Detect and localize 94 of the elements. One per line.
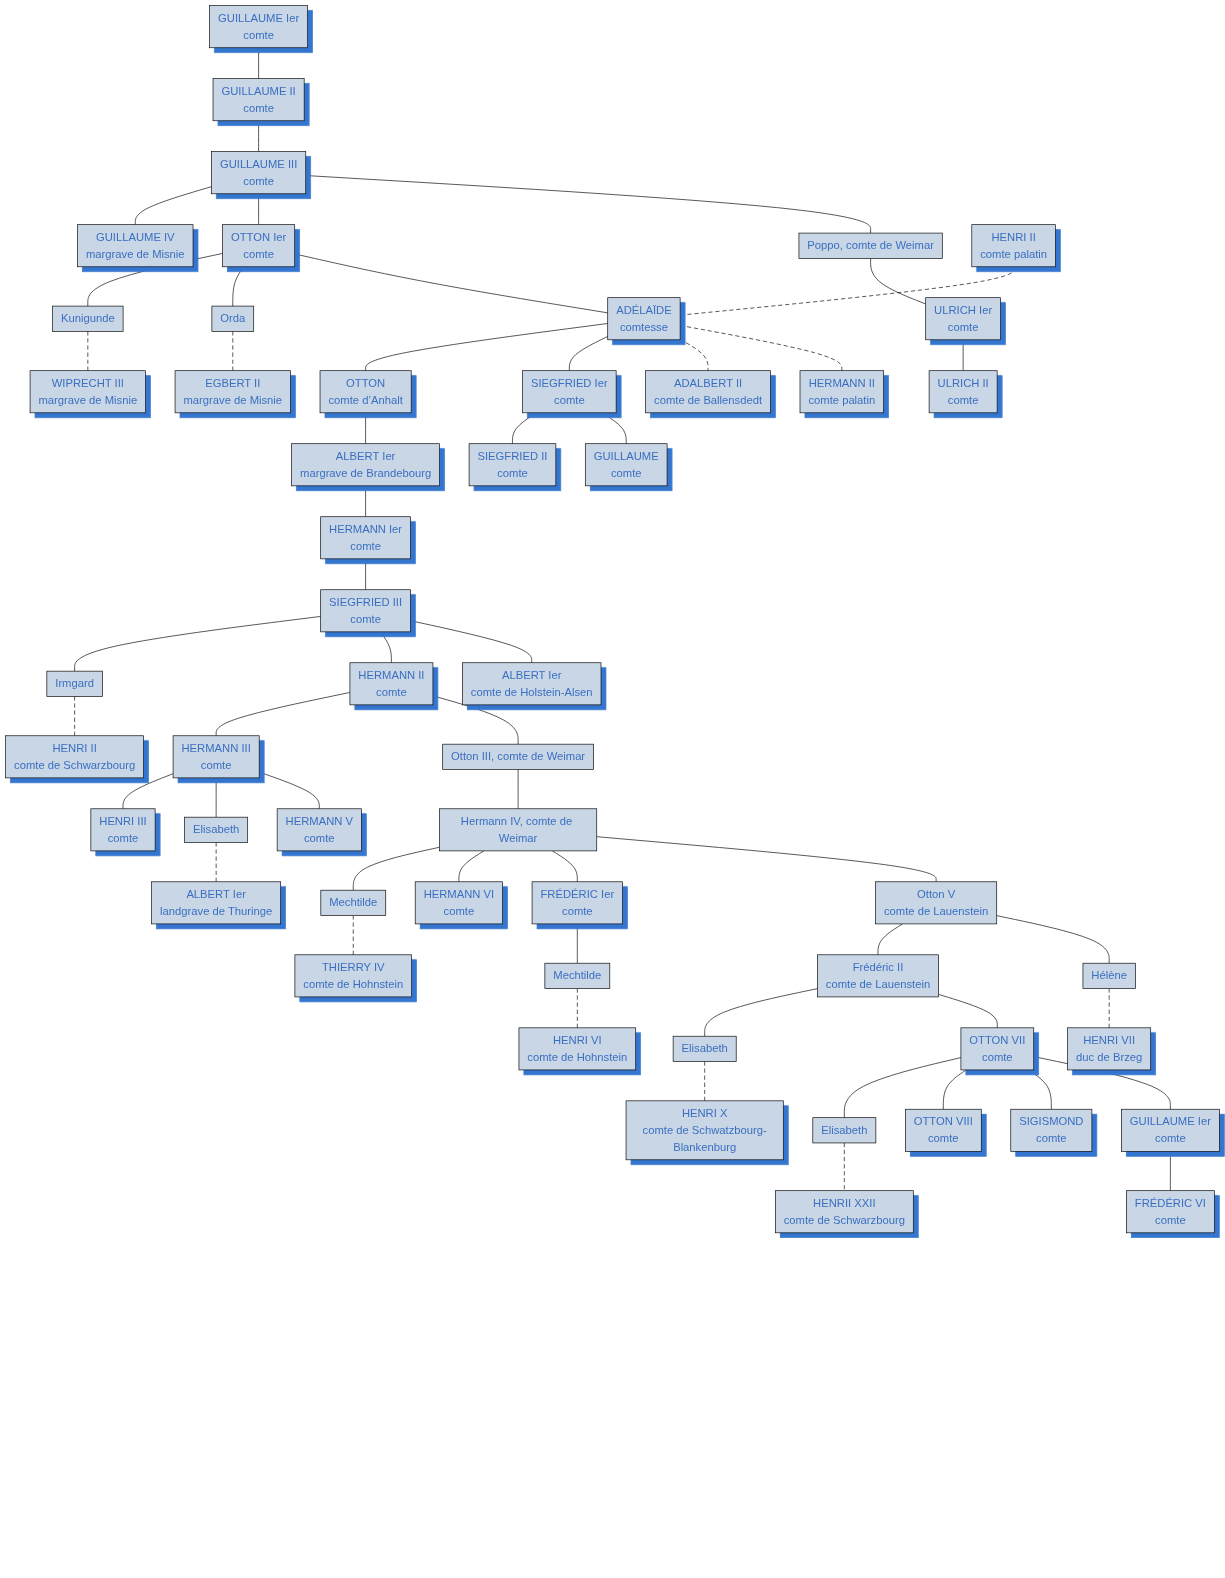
connector — [258, 193, 259, 225]
node-box: OTTON VIII comte — [905, 1108, 982, 1152]
node-box: HERMANN II comte — [349, 662, 434, 706]
connector — [134, 186, 212, 225]
node-box: GUILLAUME comte — [584, 443, 668, 487]
connector — [352, 846, 440, 891]
node-box: HENRI II comte de Schwarzbourg — [5, 735, 144, 779]
connector — [215, 692, 351, 737]
node-box: GUILLAUME Ier comte — [1121, 1108, 1220, 1152]
connector — [258, 47, 259, 79]
node-box: GUILLAUME II comte — [212, 78, 305, 122]
connector — [258, 771, 320, 810]
node-box: Elisabeth — [184, 816, 249, 843]
connector — [962, 339, 964, 372]
node-box: HENRI VI comte de Hohnstein — [518, 1027, 637, 1071]
connector — [679, 266, 1014, 316]
node-box: THIERRY IV comte de Hohnstein — [294, 954, 412, 998]
node-box: ALBERT Ier margrave de Brandebourg — [291, 443, 440, 487]
connector — [942, 1069, 967, 1110]
connector — [938, 994, 998, 1029]
connector — [122, 773, 174, 810]
node-box: GUILLAUME Ier comte — [209, 5, 308, 49]
node-box: Kunigunde — [52, 305, 124, 332]
node-box: HERMANN II comte palatin — [799, 370, 884, 414]
node-box: ULRICH II comte — [928, 370, 998, 414]
node-box: GUILLAUME IV margrave de Misnie — [77, 224, 194, 268]
node-box: ALBERT Ier comte de Holstein-Alsen — [462, 662, 602, 706]
node-box: Hélène — [1082, 962, 1136, 989]
connector — [517, 769, 519, 810]
connector — [1028, 1069, 1052, 1110]
node-box: HENRI X comte de Schwatzbourg-Blankenburg — [625, 1100, 784, 1161]
node-box: Otton V comte de Lauenstein — [875, 881, 998, 925]
connector — [870, 258, 927, 305]
connector — [74, 616, 322, 672]
connector — [679, 325, 843, 372]
node-box: ADALBERT II comte de Ballensdedt — [645, 370, 771, 414]
connector — [576, 923, 578, 964]
node-box: HERMANN V comte — [276, 808, 362, 852]
node-box: Hermann IV, comte de Weimar — [439, 808, 598, 852]
connector — [258, 120, 259, 152]
node-box: Poppo, comte de Weimar — [798, 232, 943, 259]
node-box: WIPRECHT III margrave de Misnie — [29, 370, 146, 414]
node-box: ADÉLAÏDE comtesse — [607, 297, 681, 341]
node-box: Otton III, comte de Weimar — [442, 743, 594, 770]
node-box: OTTON Ier comte — [222, 224, 296, 268]
node-box: HERMANN VI comte — [414, 881, 503, 925]
node-box: Mechtilde — [320, 889, 387, 916]
connector — [232, 266, 245, 307]
node-box: HERMANN III comte — [172, 735, 260, 779]
connector — [432, 695, 519, 745]
connector — [305, 175, 871, 234]
node-box: OTTON comte d’Anhalt — [319, 370, 412, 414]
node-box: Elisabeth — [672, 1035, 737, 1062]
connector — [843, 1057, 962, 1118]
connector — [996, 915, 1110, 964]
node-box: EGBERT II margrave de Misnie — [174, 370, 291, 414]
node-box: HERMANN Ier comte — [320, 516, 411, 560]
node-box: Orda — [211, 305, 255, 332]
connector — [601, 412, 627, 445]
node-box: OTTON VII comte — [960, 1027, 1035, 1071]
connector — [294, 253, 609, 314]
node-box: FRÉDÉRIC Ier comte — [531, 881, 623, 925]
connector — [679, 339, 709, 372]
connector — [365, 558, 366, 591]
connector — [843, 1142, 845, 1192]
connector — [551, 850, 578, 883]
connector — [410, 620, 533, 664]
connector — [877, 923, 903, 956]
connector — [365, 323, 609, 372]
node-box: SIEGFRIED II comte — [468, 443, 557, 487]
node-box: Irmgard — [46, 670, 103, 697]
connector — [1170, 1151, 1171, 1192]
node-box: SIEGFRIED Ier comte — [522, 370, 617, 414]
node-box: Mechtilde — [544, 962, 611, 989]
node-box: Frédéric II comte de Lauenstein — [817, 954, 939, 998]
node-box: FRÉDÉRIC VI comte — [1126, 1190, 1215, 1234]
node-box: ALBERT Ier landgrave de Thuringe — [151, 881, 282, 925]
connector — [569, 336, 609, 372]
node-box: HENRII XXII comte de Schwarzbourg — [775, 1190, 914, 1234]
node-box: SIEGFRIED III comte — [320, 589, 411, 633]
node-box: HENRI VII duc de Brzeg — [1067, 1027, 1152, 1071]
connector — [458, 850, 485, 883]
node-box: Elisabeth — [812, 1117, 877, 1144]
connector — [380, 631, 392, 664]
connector — [704, 988, 818, 1037]
node-box: ULRICH Ier comte — [925, 297, 1001, 341]
connector — [512, 412, 537, 445]
connector — [596, 836, 937, 883]
connector — [365, 485, 366, 518]
node-box: HENRI III comte — [90, 808, 156, 852]
node-box: HENRI II comte palatin — [971, 224, 1056, 268]
node-box: SIGISMOND comte — [1010, 1108, 1093, 1152]
connector — [365, 412, 366, 445]
node-box: GUILLAUME III comte — [211, 151, 307, 195]
